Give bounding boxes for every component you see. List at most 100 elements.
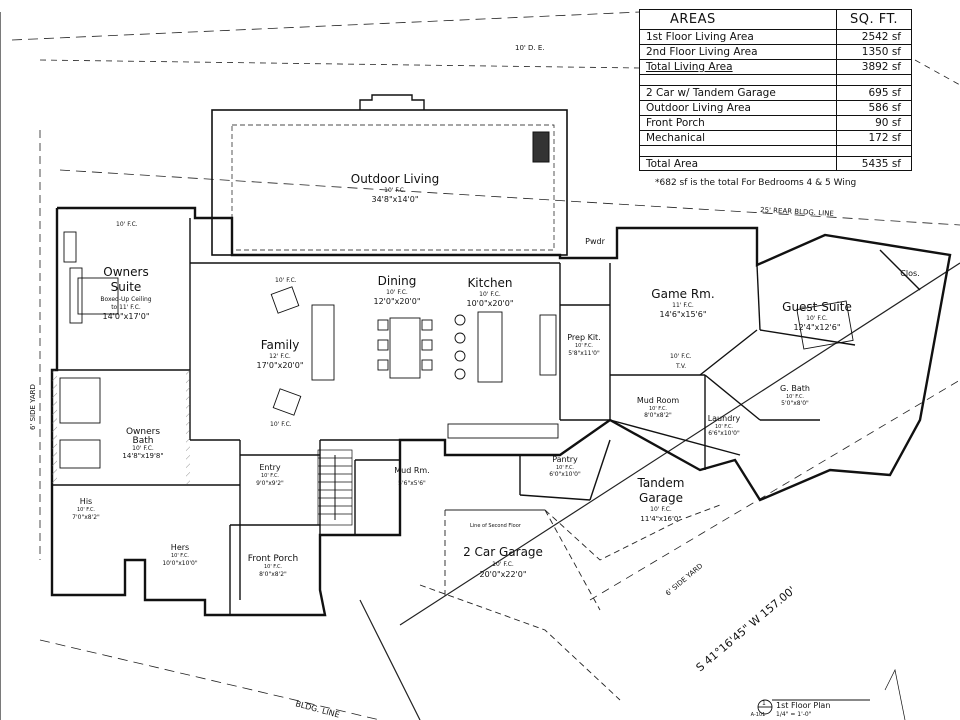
property-lines <box>0 11 960 720</box>
owners-suite-size: 14'0"x17'0" <box>102 312 149 321</box>
owners-bath-size: 14'8"x19'8" <box>122 452 163 460</box>
tandem-garage-ceiling: 10' F.C. <box>650 506 672 513</box>
areas-header-label: AREAS <box>640 10 837 29</box>
hers-name: Hers <box>171 543 189 552</box>
g-bath-ceiling: 10' F.C. <box>786 394 804 400</box>
furniture <box>59 231 854 469</box>
g-bath-size: 5'0"x8'0" <box>781 400 809 407</box>
family-name: Family <box>261 338 300 352</box>
laundry-size: 6'6"x10'0" <box>708 430 740 437</box>
sheet-number: 1 <box>762 700 766 707</box>
two-car-garage-name: 2 Car Garage <box>463 545 543 559</box>
areas-header-value: SQ. FT. <box>849 12 899 27</box>
rear-bldg-line-note: 25' REAR BLDG. LINE <box>760 206 834 218</box>
two-car-garage-ceiling: 10' F.C. <box>492 561 514 568</box>
family-size: 17'0"x20'0" <box>256 361 303 370</box>
areas-row: Mechanical 172 sf <box>640 131 911 146</box>
room-labels: Outdoor Living 10' F.C. 34'8"x14'0" Owne… <box>72 172 920 579</box>
areas-row: Total Living Area 3892 sf <box>640 60 911 75</box>
dining-size: 12'0"x20'0" <box>373 297 420 306</box>
areas-table: AREAS SQ. FT. 1st Floor Living Area 2542… <box>639 9 912 171</box>
clos-name: Clos. <box>900 269 919 278</box>
drawing-scale: 1/4" = 1'-0" <box>776 711 812 718</box>
areas-row: Front Porch 90 sf <box>640 116 911 131</box>
mud-room-size: 8'0"x8'2" <box>644 412 672 419</box>
dining-name: Dining <box>378 274 417 288</box>
areas-row-label: Total Living Area <box>646 61 733 73</box>
pantry-size: 6'0"x10'0" <box>549 471 581 478</box>
title-block-graphic <box>757 668 906 720</box>
his-name: His <box>80 497 92 506</box>
mud-room-ceiling: 10' F.C. <box>649 406 667 412</box>
interior-walls <box>52 218 921 615</box>
front-porch-ceiling: 10' F.C. <box>264 564 282 570</box>
family-ceiling: 12' F.C. <box>269 353 291 360</box>
areas-row-label: 2 Car w/ Tandem Garage <box>640 86 837 100</box>
kitchen-name: Kitchen <box>467 276 512 290</box>
prep-kit-name: Prep Kit. <box>567 333 601 342</box>
prep-kit-ceiling: 10' F.C. <box>575 343 593 349</box>
family-fc-note: 10' F.C. <box>275 277 297 284</box>
outdoor-living-size: 34'8"x14'0" <box>371 195 418 204</box>
pantry-ceiling: 10' F.C. <box>556 465 574 471</box>
setback-top-note: 10' D. E. <box>515 44 545 52</box>
areas-row-spacer <box>640 146 911 157</box>
bldg-line-bottom-note: BLDG. LINE <box>294 699 340 719</box>
areas-row: 2 Car w/ Tandem Garage 695 sf <box>640 86 911 101</box>
areas-row-value: 586 sf <box>868 102 901 114</box>
front-porch-size: 8'0"x8'2" <box>259 571 287 578</box>
side-yard-left-note: 6' SIDE YARD <box>29 384 37 430</box>
second-floor-line-note: Line of Second Floor <box>470 523 522 529</box>
game-room-fc-note: 10' F.C. <box>670 353 692 360</box>
outdoor-living-ceiling: 10' F.C. <box>384 187 406 194</box>
outdoor-living-area <box>211 94 568 256</box>
areas-row-spacer <box>640 75 911 86</box>
entry-ceiling: 10' F.C. <box>261 473 279 479</box>
mud-room-name: Mud Room <box>637 396 680 405</box>
prep-kit-size: 5'8"x11'0" <box>568 350 600 357</box>
guest-suite-name: Guest Suite <box>782 300 852 314</box>
exterior-walls <box>50 206 952 617</box>
tandem-garage-name-1: Tandem <box>637 476 685 490</box>
areas-row-label: Total Area <box>640 157 837 171</box>
areas-row-total: Total Area 5435 sf <box>640 157 911 171</box>
areas-row-value: 1350 sf <box>861 46 901 58</box>
game-room-size: 14'6"x15'6" <box>659 310 706 319</box>
owners-suite-ceiling-1: Boxed-Up Ceiling <box>100 296 151 303</box>
kitchen-size: 10'0"x20'0" <box>466 299 513 308</box>
game-room-ceiling: 11' F.C. <box>672 302 694 309</box>
game-room-name: Game Rm. <box>651 287 714 301</box>
stairs <box>317 449 353 526</box>
areas-row-value: 172 sf <box>868 132 901 144</box>
areas-row-value: 5435 sf <box>861 158 901 170</box>
game-room-tv-note: T.V. <box>675 363 686 370</box>
owners-bath-name-2: Bath <box>133 436 154 446</box>
g-bath-name: G. Bath <box>780 384 810 393</box>
hers-size: 10'0"x10'0" <box>162 560 198 567</box>
two-car-garage-size: 20'0"x22'0" <box>479 570 526 579</box>
pwdr-name: Pwdr <box>585 237 605 246</box>
sheet-ref: A-101 <box>751 712 766 718</box>
owners-suite-fc-note: 10' F.C. <box>116 221 138 228</box>
owners-suite-ceiling-2: to 11' F.C. <box>111 304 141 311</box>
property-line-note: S 41°16'45" W 157.00' <box>694 584 798 675</box>
mud-rm-small-name: Mud Rm. <box>394 466 430 475</box>
areas-row-value: 695 sf <box>868 87 901 99</box>
areas-row-value: 2542 sf <box>861 31 901 43</box>
areas-row-value: 3892 sf <box>861 61 901 73</box>
areas-row-label: 1st Floor Living Area <box>640 30 837 44</box>
hers-ceiling: 10' F.C. <box>171 553 189 559</box>
owners-bath-name-1: Owners <box>126 427 160 437</box>
areas-row-label: Mechanical <box>640 131 837 145</box>
guest-suite-size: 12'4"x12'6" <box>793 323 840 332</box>
dining-ceiling: 10' F.C. <box>386 289 408 296</box>
laundry-name: Laundry <box>708 414 741 423</box>
areas-row-value: 90 sf <box>875 117 901 129</box>
tandem-garage-name-2: Garage <box>639 491 683 505</box>
drawing-title: 1st Floor Plan <box>776 701 830 710</box>
front-porch-name: Front Porch <box>248 554 298 564</box>
outdoor-living-name: Outdoor Living <box>351 172 439 186</box>
entry-size: 9'0"x9'2" <box>256 480 284 487</box>
